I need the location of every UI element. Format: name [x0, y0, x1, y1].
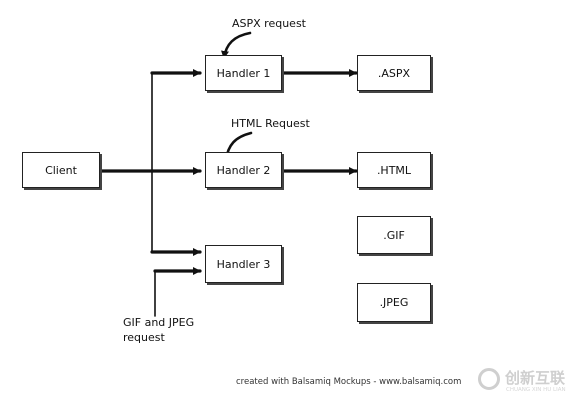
handler3-label: Handler 3 — [216, 257, 271, 271]
gif-jpeg-request-annotation-line2: request — [123, 331, 165, 344]
aspx-request-arrow — [221, 31, 252, 60]
watermark-brand: 创新互联 — [505, 369, 566, 387]
handler1-node: Handler 1 — [205, 55, 282, 91]
html-node: .HTML — [357, 152, 431, 188]
gif-label: .GIF — [383, 228, 405, 242]
watermark-subtitle: CHUANG XIN HU LIAN — [506, 387, 566, 393]
handler2-node: Handler 2 — [205, 152, 282, 188]
aspx-request-annotation: ASPX request — [232, 17, 306, 30]
html-request-annotation: HTML Request — [231, 117, 310, 130]
aspx-label: .ASPX — [377, 66, 411, 80]
balsamiq-credit: created with Balsamiq Mockups - www.bals… — [236, 377, 462, 387]
client-label: Client — [45, 163, 77, 177]
watermark-logo-icon — [478, 368, 500, 390]
aspx-node: .ASPX — [357, 55, 431, 91]
jpeg-label: .JPEG — [379, 296, 409, 309]
jpeg-node: .JPEG — [357, 283, 431, 322]
handler2-label: Handler 2 — [216, 163, 271, 177]
handler1-label: Handler 1 — [216, 66, 271, 80]
handler3-node: Handler 3 — [205, 245, 282, 283]
client-node: Client — [22, 152, 100, 188]
gif-jpeg-request-annotation-line1: GIF and JPEG — [123, 316, 195, 329]
html-label: .HTML — [376, 163, 412, 177]
gif-node: .GIF — [357, 216, 431, 254]
